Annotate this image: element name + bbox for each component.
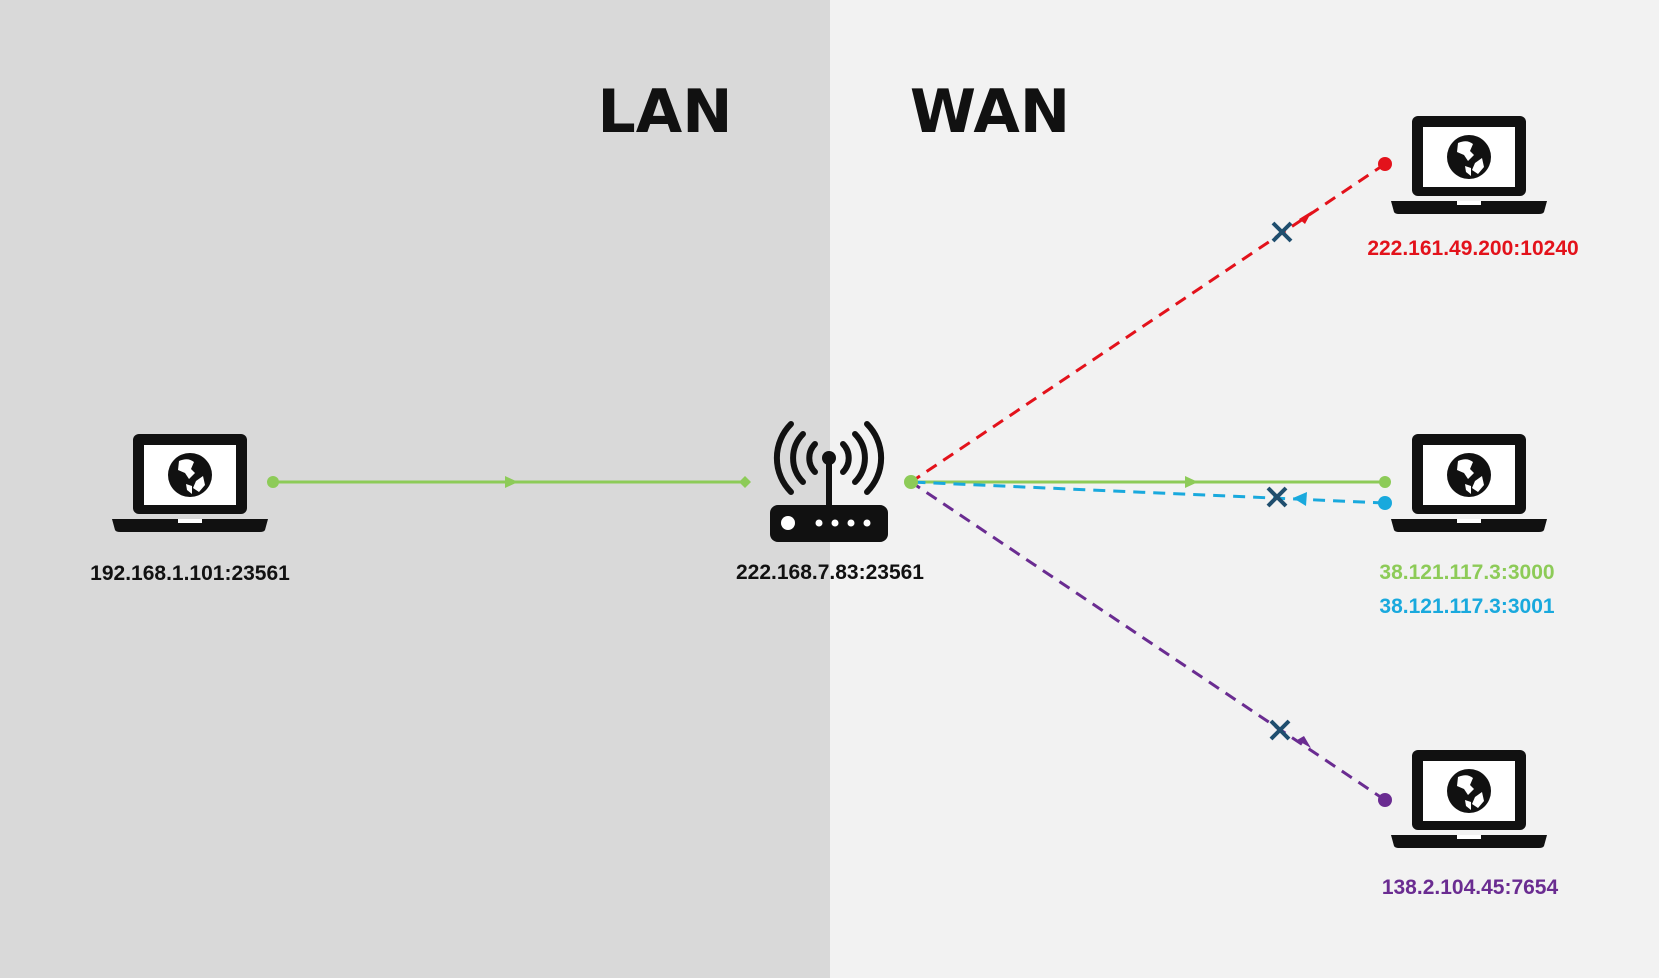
connection-remote-3001-blocked <box>910 480 1392 510</box>
x-mark-icon <box>1271 221 1293 243</box>
connection-remote-purple-blocked <box>910 480 1392 807</box>
remote-green-address: 38.121.117.3:3000 <box>1379 561 1554 584</box>
local-host-address: 192.168.1.101:23561 <box>90 562 290 585</box>
connection-local-to-router <box>267 476 751 488</box>
x-mark-icon <box>1266 486 1288 508</box>
remote-red-address: 222.161.49.200:10240 <box>1367 237 1578 260</box>
x-mark-icon <box>1269 719 1291 741</box>
lan-title: LAN <box>598 77 733 147</box>
wan-title: WAN <box>910 77 1070 147</box>
remote-blue-address: 38.121.117.3:3001 <box>1379 595 1554 618</box>
connection-remote-red-blocked <box>910 157 1392 484</box>
wifi-router-icon <box>770 421 888 542</box>
router-address: 222.168.7.83:23561 <box>736 561 924 584</box>
connection-router-to-remote-3000 <box>911 476 1391 488</box>
remote-purple-address: 138.2.104.45:7654 <box>1382 876 1559 899</box>
router-wan-port <box>904 475 918 489</box>
